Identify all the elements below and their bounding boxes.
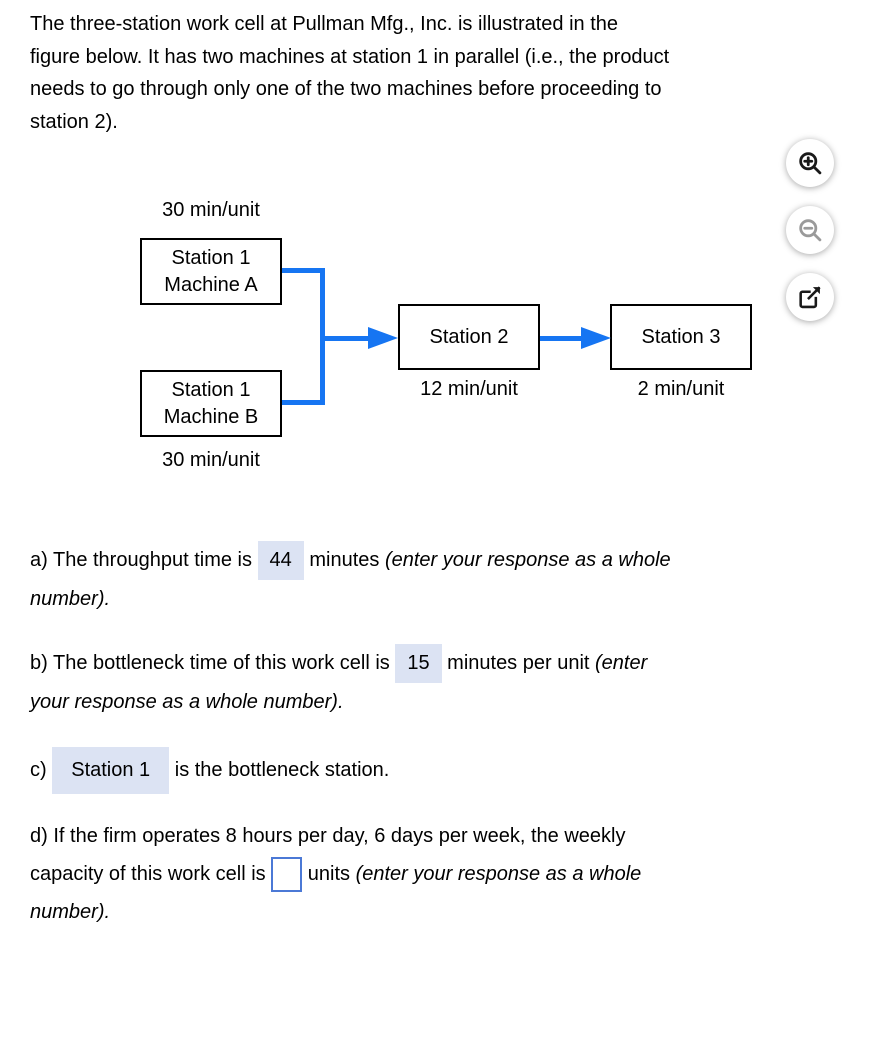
station2-label: Station 2 (429, 325, 509, 348)
station1-label: Station 1 (171, 378, 251, 401)
question-b-hint: (enter your response as a whole number). (30, 652, 648, 714)
arrow-to-station3-shaft (540, 336, 581, 341)
station1-label: Station 1 (171, 246, 251, 269)
question-b-text: b) The bottleneck time of this work cell… (30, 652, 390, 674)
question-b-units: minutes per unit (447, 652, 590, 674)
question-b: b) The bottleneck time of this work cell… (30, 644, 865, 721)
connector-machine-b (282, 400, 325, 405)
arrow-to-station2-head (368, 327, 398, 349)
machine-a-rate-label: 30 min/unit (162, 199, 260, 221)
station3-label: Station 3 (641, 325, 721, 348)
question-d-text: d) If the firm operates 8 hours per day,… (30, 825, 626, 885)
answer-field-a[interactable]: 44 (257, 541, 304, 581)
question-a-hint: (enter your response as a whole number). (30, 549, 671, 611)
zoom-in-icon (796, 149, 824, 177)
machine-b-rate-label: 30 min/unit (162, 449, 260, 471)
zoom-out-icon (796, 216, 824, 244)
answer-dropdown-c[interactable]: Station 1 (52, 747, 170, 794)
problem-statement: The three-station work cell at Pullman M… (30, 13, 670, 133)
open-figure-button[interactable] (786, 273, 834, 321)
zoom-out-button[interactable] (786, 206, 834, 254)
question-c-text: is the bottleneck station. (174, 758, 390, 781)
question-c: c) Station 1 is the bottleneck station. (30, 747, 865, 794)
question-a-units: minutes (309, 549, 380, 571)
machine-a-label: Machine A (164, 273, 258, 296)
question-a: a) The throughput time is 44 minutes (en… (30, 541, 865, 618)
arrow-to-station2-shaft (320, 336, 368, 341)
question-c-label: c) (30, 758, 47, 781)
question-a-text: a) The throughput time is (30, 549, 252, 571)
question-d-hint: (enter your response as a whole number). (30, 863, 642, 923)
connector-machine-a (282, 268, 325, 273)
work-cell-figure: 30 min/unit Station 1 Machine A Station 1… (0, 140, 870, 510)
station1-machine-b-box: Station 1 Machine B (140, 370, 282, 437)
answer-field-b[interactable]: 15 (395, 644, 442, 684)
arrow-to-station3-head (581, 327, 611, 349)
station3-box: Station 3 (610, 304, 752, 370)
station2-rate-label: 12 min/unit (420, 378, 518, 400)
zoom-in-button[interactable] (786, 139, 834, 187)
station1-machine-a-box: Station 1 Machine A (140, 238, 282, 305)
station2-box: Station 2 (398, 304, 540, 370)
question-d: d) If the firm operates 8 hours per day,… (30, 817, 865, 931)
external-link-icon (796, 283, 824, 311)
question-d-units: units (307, 863, 351, 885)
station3-rate-label: 2 min/unit (637, 378, 725, 400)
answer-input-d[interactable] (271, 857, 303, 893)
machine-b-label: Machine B (163, 405, 259, 428)
